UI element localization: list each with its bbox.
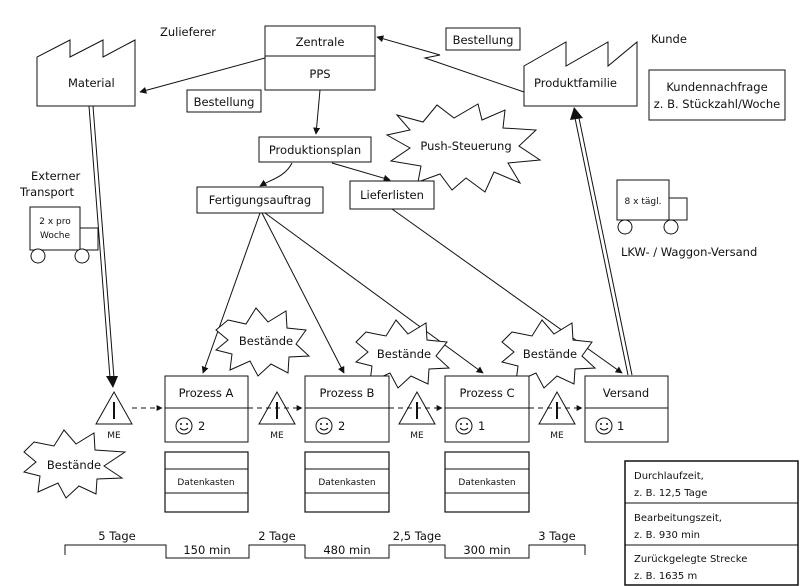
process-name-shipping: Versand xyxy=(603,386,649,400)
inventory-marker-4: ME xyxy=(550,431,564,441)
material-flow-inbound xyxy=(88,105,118,388)
order-box-supplier xyxy=(186,89,262,113)
customer-factory-icon: Produktfamilie xyxy=(523,40,638,107)
info-flow-central-to-supplier xyxy=(139,57,266,94)
inbound-truck-icon xyxy=(29,206,99,264)
info-flow-customer-to-central xyxy=(376,35,525,93)
inventory-label-2: Bestände xyxy=(377,347,431,361)
work-order-label: Fertigungsauftrag xyxy=(209,193,311,207)
info-flow-to-process-a xyxy=(201,212,261,374)
timeline-process-1: 150 min xyxy=(183,543,230,557)
data-box-a: Datenkasten xyxy=(164,451,249,513)
info-flow-to-process-c xyxy=(264,212,484,374)
operator-icon xyxy=(175,417,193,435)
info-flow-plan-to-delivery xyxy=(331,162,391,182)
external-transport-line1: Externer xyxy=(31,169,81,183)
inventory-burst-4 xyxy=(22,429,127,499)
process-box-b: Prozess B 2 xyxy=(304,375,390,443)
info-flow-plan-to-work-order xyxy=(259,162,293,187)
inventory-burst-2 xyxy=(354,319,451,389)
process-box-shipping: Versand 1 xyxy=(584,375,669,443)
inventory-triangle-4: ME xyxy=(538,390,576,441)
inventory-marker-2: ME xyxy=(270,431,284,441)
process-operators-a: 2 xyxy=(198,419,205,433)
central-subtitle: PPS xyxy=(309,67,330,81)
data-box-label-c: Datenkasten xyxy=(458,478,515,488)
inventory-label-1: Bestände xyxy=(239,334,293,348)
external-transport-line2: Transport xyxy=(19,185,74,199)
inventory-triangle-2: ME xyxy=(258,390,296,441)
customer-caption: Kunde xyxy=(651,32,687,46)
production-plan-label: Produktionsplan xyxy=(269,143,361,157)
info-flow-to-process-b xyxy=(261,212,345,374)
inventory-marker-1: ME xyxy=(107,431,121,441)
operator-icon xyxy=(595,417,613,435)
process-box-c: Prozess C 1 xyxy=(444,375,530,443)
timeline-wait-3: 2,5 Tage xyxy=(393,529,442,543)
timeline-wait-4: 3 Tage xyxy=(538,529,576,543)
timeline-wait-1: 5 Tage xyxy=(98,529,136,543)
material-flow-outbound xyxy=(570,107,633,376)
timeline-process-3: 300 min xyxy=(463,543,510,557)
push-control-label: Push-Steuerung xyxy=(420,139,511,153)
central-pps-box: Zentrale PPS xyxy=(264,25,376,91)
summary-processing-time-value: z. B. 930 min xyxy=(634,530,700,541)
operator-icon xyxy=(315,417,333,435)
demand-line2: z. B. Stückzahl/Woche xyxy=(654,97,781,111)
supplier-caption: Zulieferer xyxy=(160,25,216,39)
process-operators-shipping: 1 xyxy=(617,419,624,433)
delivery-lists-label: Lieferlisten xyxy=(360,188,424,202)
inbound-truck-line2: Woche xyxy=(40,231,71,241)
process-name-b: Prozess B xyxy=(320,386,375,400)
timeline-process-2: 480 min xyxy=(323,543,370,557)
inventory-marker-3: ME xyxy=(410,431,424,441)
data-box-label-a: Datenkasten xyxy=(177,478,234,488)
customer-demand-box: Kundennachfrage z. B. Stückzahl/Woche xyxy=(648,69,786,121)
summary-box: Durchlaufzeit, z. B. 12,5 Tage Bearbeitu… xyxy=(624,460,799,586)
inventory-triangle-1: ME xyxy=(95,390,133,441)
inventory-label-3: Bestände xyxy=(523,347,577,361)
push-control-burst xyxy=(385,103,542,193)
order-label-supplier: Bestellung xyxy=(194,95,255,109)
order-label-customer: Bestellung xyxy=(453,33,514,47)
customer-label: Produktfamilie xyxy=(534,76,617,90)
process-operators-c: 1 xyxy=(478,419,485,433)
supplier-factory-icon: Material xyxy=(36,39,136,107)
central-title: Zentrale xyxy=(296,35,345,49)
process-operators-b: 2 xyxy=(338,419,345,433)
summary-lead-time-value: z. B. 12,5 Tage xyxy=(634,488,707,499)
process-box-a: Prozess A 2 xyxy=(164,375,249,443)
data-box-c: Datenkasten xyxy=(444,451,530,513)
inventory-burst-3 xyxy=(500,319,597,389)
inventory-label-4: Bestände xyxy=(47,458,101,472)
delivery-lists-box xyxy=(349,180,435,210)
inbound-truck-line1: 2 x pro xyxy=(39,217,71,227)
outbound-caption: LKW- / Waggon-Versand xyxy=(621,245,757,259)
work-order-box xyxy=(196,186,324,214)
timeline-wait-2: 2 Tage xyxy=(258,529,296,543)
inventory-triangle-3: ME xyxy=(398,390,436,441)
data-box-label-b: Datenkasten xyxy=(318,478,375,488)
order-box-customer xyxy=(445,27,521,51)
data-box-b: Datenkasten xyxy=(304,451,390,513)
demand-line1: Kundennachfrage xyxy=(666,80,767,94)
summary-processing-time-label: Bearbeitungszeit, xyxy=(634,513,722,524)
outbound-truck-icon xyxy=(616,179,688,235)
summary-distance-label: Zurückgelegte Strecke xyxy=(634,554,747,565)
info-flow-central-to-plan xyxy=(313,89,321,135)
outbound-truck-label: 8 x tägl. xyxy=(625,197,662,207)
summary-lead-time-label: Durchlaufzeit, xyxy=(634,471,704,482)
operator-icon xyxy=(455,417,473,435)
process-name-a: Prozess A xyxy=(179,386,234,400)
timeline xyxy=(64,544,586,559)
inventory-burst-1 xyxy=(214,307,311,377)
process-name-c: Prozess C xyxy=(459,386,514,400)
supplier-label: Material xyxy=(68,76,115,90)
production-plan-box xyxy=(258,136,372,163)
summary-distance-value: z. B. 1635 m xyxy=(634,571,697,582)
